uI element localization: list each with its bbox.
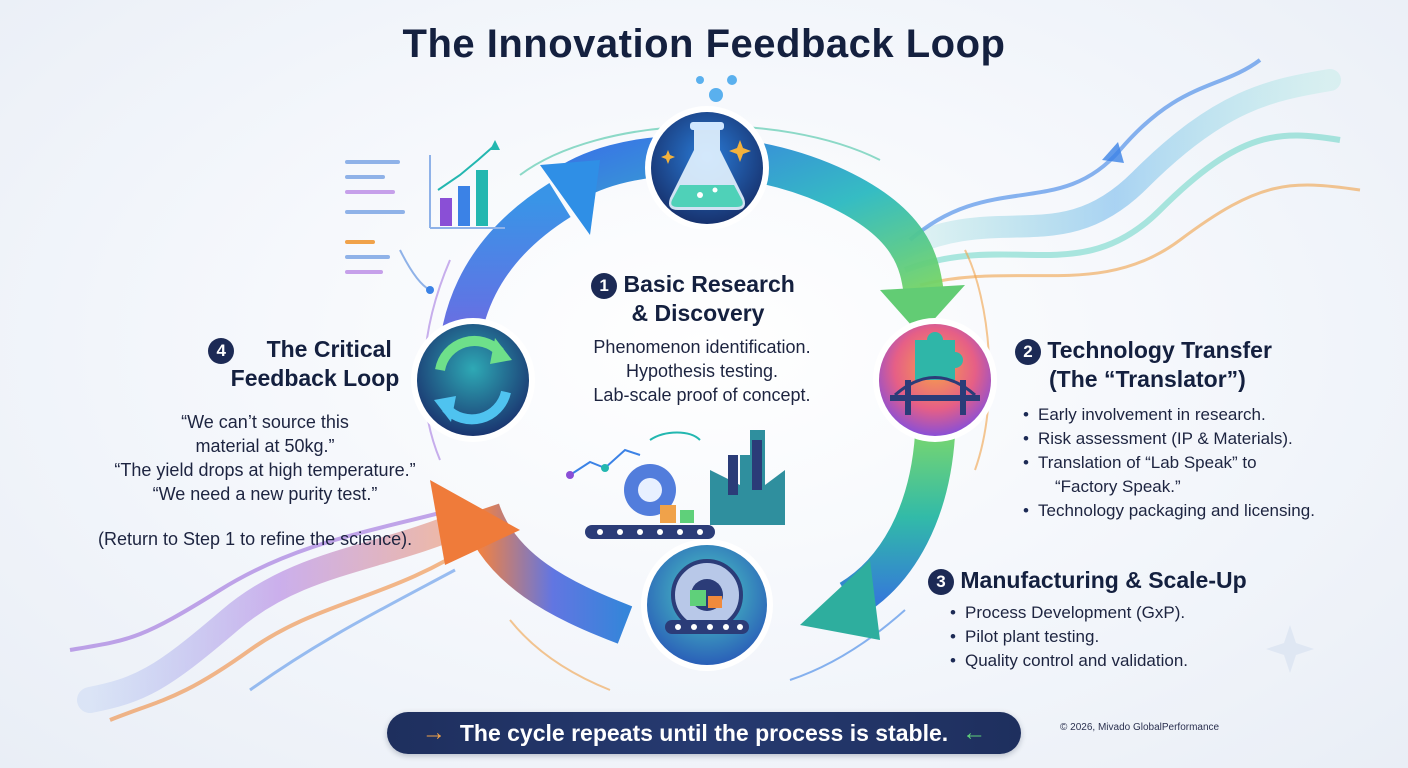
step-2-bullets: Early involvement in research. Risk asse…	[1023, 403, 1375, 523]
step-2-number-badge: 2	[1015, 338, 1041, 365]
step-4-block: 4 The Critical Feedback Loop	[180, 335, 420, 392]
arrow-head-left	[540, 160, 600, 235]
step-4-quotes: “We can’t source this material at 50kg.”…	[90, 410, 440, 506]
left-stream-decoration	[69, 503, 483, 722]
step-4-title: 4 The Critical Feedback Loop	[180, 335, 420, 392]
step-3-title-text: Manufacturing & Scale-Up	[960, 567, 1247, 593]
copyright-text: © 2026, Mivado GlobalPerformance	[1060, 722, 1220, 733]
quote-line: material at 50kg.”	[195, 436, 335, 456]
banner-text: The cycle repeats until the process is s…	[459, 719, 949, 746]
quote-line: “We need a new purity test.”	[152, 484, 378, 504]
right-stream-decoration	[889, 58, 1361, 287]
step-1-title-line1: Basic Research	[623, 271, 795, 297]
step-1-number-badge: 1	[591, 272, 618, 299]
page-title: The Innovation Feedback Loop	[402, 22, 1006, 66]
step-2-title: 2 Technology Transfer (The “Translator”)	[1015, 336, 1375, 393]
step-1-line: Hypothesis testing.	[625, 360, 779, 381]
recycle-arrows-icon	[411, 318, 535, 442]
arrow-head-top	[880, 285, 965, 335]
step-4-number-badge: 4	[208, 337, 235, 364]
step-3-number-badge: 3	[928, 568, 954, 595]
list-item: Pilot plant testing.	[950, 625, 1308, 649]
bar-chart-decoration-icon	[345, 140, 505, 294]
list-item: Quality control and validation.	[950, 649, 1308, 673]
list-item: Technology packaging and licensing.	[1023, 499, 1375, 523]
step-1-block: 1 Basic Research & Discovery Phenomenon …	[578, 270, 838, 407]
step-4-note: (Return to Step 1 to refine the science)…	[98, 529, 413, 549]
step-1-line: Phenomenon identification.	[593, 336, 811, 357]
step-3-bullets: Process Development (GxP). Pilot plant t…	[950, 601, 1308, 673]
list-item-continued: “Factory Speak.”	[1055, 476, 1181, 496]
step-1-line: Lab-scale proof of concept.	[593, 384, 811, 405]
right-arrow-icon: →	[421, 719, 446, 746]
cycle-banner: → The cycle repeats until the process is…	[387, 712, 1021, 754]
step-3-block: 3 Manufacturing & Scale-Up Process Devel…	[928, 566, 1308, 673]
arrow-head-bottom	[430, 480, 520, 565]
step-4-title-line1: The Critical	[266, 336, 392, 362]
step-2-title-line2: (The “Translator”)	[1049, 365, 1246, 392]
step-4-title-line2: Feedback Loop	[230, 364, 400, 391]
list-item: Translation of “Lab Speak” to	[1023, 451, 1375, 475]
step-3-title: 3 Manufacturing & Scale-Up	[928, 566, 1308, 595]
puzzle-bridge-icon	[873, 318, 997, 442]
quote-line: “The yield drops at high temperature.”	[114, 460, 416, 480]
gear-conveyor-icon	[641, 539, 773, 671]
arrow-head-right	[800, 560, 880, 640]
list-item: Risk assessment (IP & Materials).	[1023, 427, 1375, 451]
flask-icon	[645, 75, 769, 230]
factory-illustration-icon	[566, 430, 785, 539]
quote-line: “We can’t source this	[181, 412, 349, 432]
step-1-title: 1 Basic Research & Discovery	[578, 270, 808, 327]
step-1-title-line2: & Discovery	[631, 299, 765, 326]
step-2-title-line1: Technology Transfer	[1047, 337, 1272, 363]
left-arrow-icon: ←	[962, 719, 987, 746]
cycle-arrows	[430, 135, 965, 644]
list-item: Early involvement in research.	[1023, 403, 1375, 427]
list-item: Process Development (GxP).	[950, 601, 1308, 625]
step-2-block: 2 Technology Transfer (The “Translator”)…	[1015, 336, 1375, 523]
step-1-description: Phenomenon identification. Hypothesis te…	[578, 335, 826, 407]
